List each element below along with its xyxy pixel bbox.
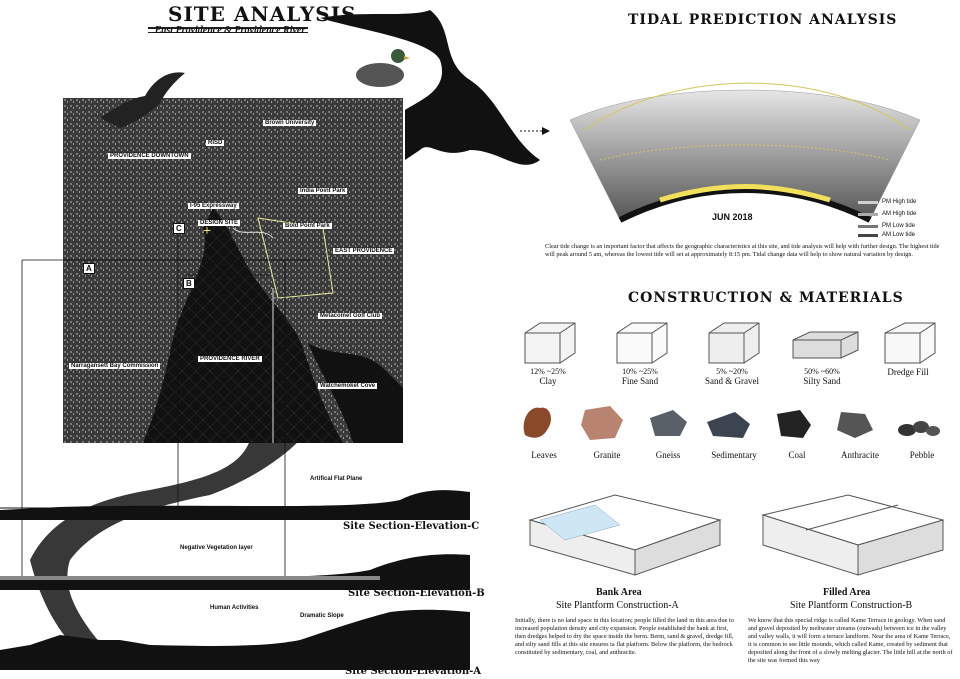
platform-b-text: We know that this special ridge is calle… — [748, 617, 953, 664]
soil-cubes — [524, 322, 936, 364]
label-i95: I-95 Expressway — [188, 203, 239, 209]
section-b-profile — [0, 554, 470, 590]
platform-b-subtitle: Site Plantform Construction-B — [790, 600, 913, 611]
rock-coal: Coal — [788, 450, 806, 460]
legend-pm-low: PM Low tide — [858, 223, 915, 229]
label-risd: RISD — [206, 140, 225, 146]
label-india-point-park: India Point Park — [298, 188, 348, 194]
label-east-providence: EAST PROVIDENCE — [333, 248, 395, 254]
rock-pebble: Pebble — [909, 450, 935, 460]
anthracite-icon — [837, 412, 873, 438]
label-design-site: DESIGN SITE — [198, 220, 241, 226]
rock-samples — [523, 406, 940, 440]
label-bold-point-park: Bold Point Park — [283, 223, 332, 229]
silty-sand-cube-icon — [792, 331, 859, 359]
dredge-fill-cube-icon — [884, 322, 936, 364]
bank-area-diagram — [528, 494, 722, 576]
fine-sand-cube-icon — [616, 322, 668, 364]
legend-am-low: AM Low tide — [858, 232, 915, 238]
label-brown-university: Brown University — [263, 120, 317, 126]
section-b-tag: Negative Vegetation layer — [180, 545, 253, 551]
title-divider — [148, 27, 308, 33]
section-c-tag: Artifical Flat Plane — [310, 476, 363, 482]
duck-icon — [356, 49, 410, 87]
platform-a-subtitle: Site Plantform Construction-A — [556, 600, 679, 611]
coal-icon — [777, 410, 811, 438]
pebble-icon — [898, 421, 940, 436]
platform-b-title: Filled Area — [823, 587, 871, 598]
section-c-label: Site Section-Elevation-C — [343, 521, 480, 532]
soil-clay: 12% ~25%Clay — [530, 367, 566, 386]
soil-sand-gravel: 5% ~20%Sand & Gravel — [705, 367, 759, 386]
section-marker-b: B — [183, 278, 195, 289]
satellite-map: Brown University RISD PROVIDENCE DOWNTOW… — [63, 98, 403, 443]
hawk-icon — [100, 72, 185, 128]
legend-swatch-pm-low — [858, 225, 878, 228]
label-providence-river: PROVIDENCE RIVER — [198, 356, 262, 362]
soil-silty-sand: 50% ~60%Silty Sand — [803, 367, 841, 386]
rock-gneiss: Gneiss — [655, 450, 681, 460]
section-c-profile — [0, 490, 470, 520]
rock-leaves: Leaves — [531, 450, 557, 460]
page-subtitle: East Providence & Providence River — [154, 25, 306, 36]
rock-sedimentary: Sedimentary — [711, 450, 757, 460]
tidal-description: Clear tide change is an important factor… — [545, 243, 940, 258]
section-a-profile — [0, 609, 470, 670]
rock-anthracite: Anthracite — [841, 450, 879, 460]
section-b-label: Site Section-Elevation-B — [348, 588, 485, 599]
granite-icon — [581, 406, 623, 440]
leaf-icon — [523, 407, 551, 438]
legend-pm-high: PM High tide — [858, 199, 916, 205]
label-narragansett: Narragansett Bay Commission — [69, 363, 161, 369]
sand-gravel-cube-icon — [708, 322, 760, 364]
filled-area-diagram — [761, 494, 945, 576]
map-graphics — [63, 98, 403, 443]
rock-granite: Granite — [593, 450, 621, 460]
section-marker-a: A — [83, 263, 95, 274]
sedimentary-icon — [707, 412, 750, 438]
soil-dredge-fill: Dredge Fill — [887, 367, 929, 377]
legend-swatch-am-low — [858, 234, 878, 237]
tidal-title: TIDAL PREDICTION ANALYSIS — [628, 12, 898, 28]
map-link-arrow-icon — [520, 127, 550, 135]
section-a-label: Site Section-Elevation-A — [345, 666, 482, 677]
page-title: SITE ANALYSIS — [168, 2, 357, 26]
section-marker-c: C — [173, 223, 185, 234]
tidal-fan-chart — [569, 82, 921, 223]
gneiss-icon — [650, 410, 687, 436]
legend-am-high: AM High tide — [858, 211, 916, 217]
legend-swatch-pm-high — [858, 201, 878, 204]
clay-cube-icon — [524, 322, 576, 364]
label-watchemoket: Watchemoket Cove — [318, 383, 378, 389]
section-a-tag-slope: Dramatic Slope — [300, 613, 344, 619]
label-metacomet: Metacomet Golf Club — [318, 313, 383, 319]
legend-swatch-am-high — [858, 213, 878, 216]
label-providence-downtown: PROVIDENCE DOWNTOWN — [108, 153, 191, 159]
tidal-month: JUN 2018 — [712, 212, 753, 222]
materials-title: CONSTRUCTION & MATERIALS — [628, 290, 904, 306]
soil-fine-sand: 10% ~25%Fine Sand — [621, 367, 659, 386]
platform-a-text: Initially, there is no land space in thi… — [515, 617, 734, 656]
section-cut-lines — [21, 235, 310, 580]
design-site-marker-icon: + — [203, 224, 211, 239]
platform-a-title: Bank Area — [596, 587, 642, 598]
section-a-tag-human: Human Activities — [210, 605, 259, 611]
